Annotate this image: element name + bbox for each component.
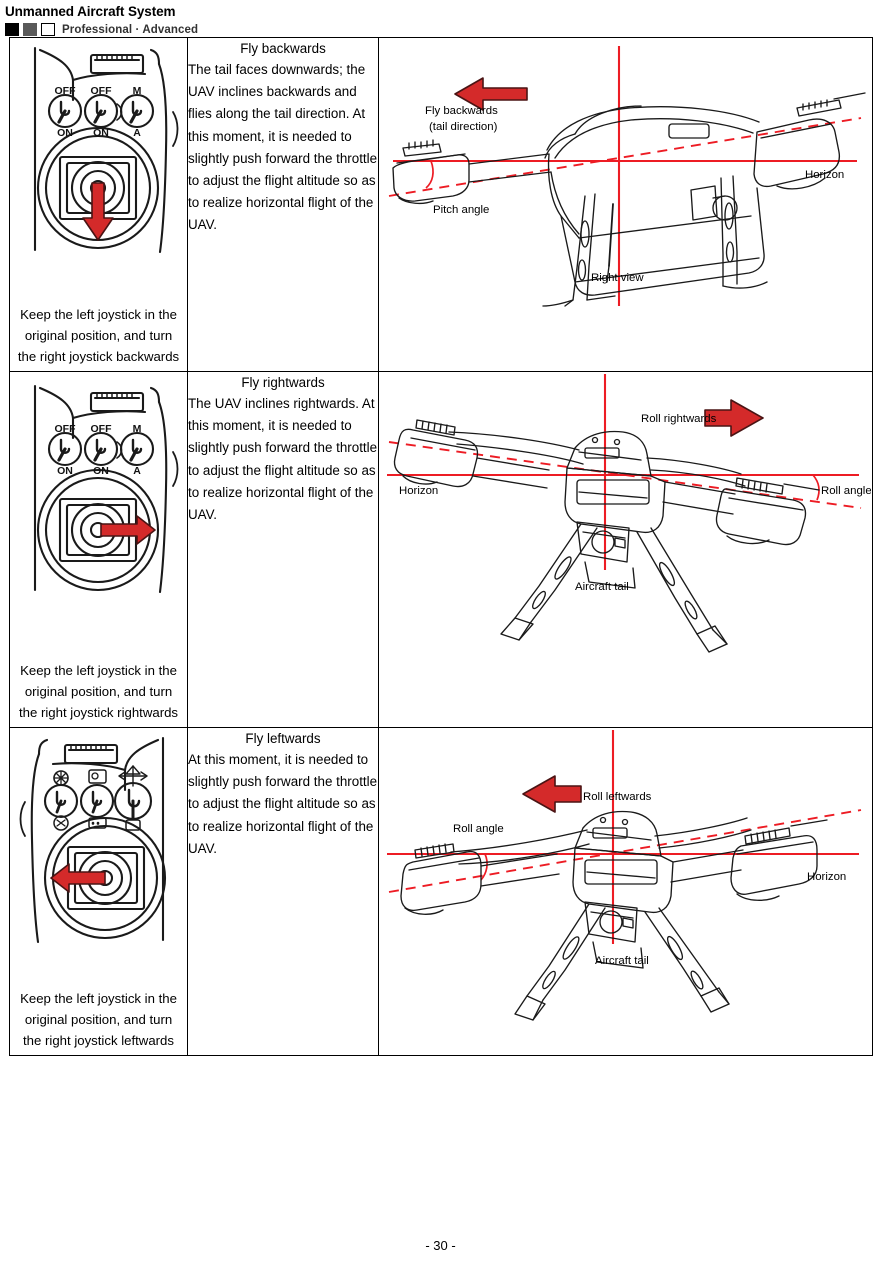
controller-illustration-wrap: OFF ON OFF ON M A xyxy=(10,372,187,612)
switch-1-top-label: OFF xyxy=(54,85,76,97)
roll-angle-arc xyxy=(812,474,820,501)
remote-controller-right-stick-rightwards-icon: OFF ON OFF ON M A xyxy=(33,384,178,594)
subtitle-text: Professional · Advanced xyxy=(62,23,199,36)
controller-caption: Keep the left joystick in the original p… xyxy=(17,307,180,364)
description-heading: Fly backwards xyxy=(240,41,326,56)
outline-square-icon xyxy=(41,23,55,36)
diagram-cell-fly-backwards: Fly backwards (tail direction) Pitch ang… xyxy=(378,37,873,372)
svg-text:ON: ON xyxy=(93,465,109,477)
page-title: Unmanned Aircraft System xyxy=(5,4,176,19)
flight-maneuvers-table: OFF ON OFF ON M A Keep the left joystick… xyxy=(9,37,873,1056)
table-row: OFF ON OFF ON M A Keep the left joystick in… xyxy=(9,371,873,728)
controller-cell-fly-backwards: OFF ON OFF ON M A Keep the left joystick… xyxy=(9,37,188,372)
view-label: Aircraft tail xyxy=(575,581,629,593)
switch-2-bottom-label: ON xyxy=(93,127,109,139)
aircraft-axis-dashed-line xyxy=(388,441,862,509)
controller-illustration-wrap xyxy=(10,728,187,958)
fly-backwards-arrow-icon xyxy=(454,77,528,111)
roll-angle-arc xyxy=(480,853,488,881)
description-body: The UAV inclines rightwards. At this mom… xyxy=(188,396,378,523)
description-body: The tail faces downwards; the UAV inclin… xyxy=(188,62,378,233)
remote-controller-right-stick-backwards-icon: OFF ON OFF ON M A xyxy=(33,46,178,254)
controller-cell-fly-rightwards: OFF ON OFF ON M A Keep the left joystick in… xyxy=(9,371,188,728)
arrow-label-line1: Roll rightwards xyxy=(641,413,717,425)
angle-label: Roll angle xyxy=(453,823,504,835)
diagram-cell-fly-rightwards: Roll rightwards Roll angle Horizon Aircr… xyxy=(378,371,873,728)
filled-gray-square-icon xyxy=(23,23,37,36)
svg-text:M: M xyxy=(132,423,141,435)
remote-controller-right-stick-leftwards-icon xyxy=(19,736,166,944)
stick-direction-arrow-down xyxy=(81,182,114,241)
table-row: Keep the left joystick in the original p… xyxy=(9,727,873,1056)
switch-3-top-label: M xyxy=(132,85,141,97)
page-number: - 30 - xyxy=(425,1238,456,1253)
aircraft-axis-dashed-line xyxy=(388,809,862,893)
svg-text:A: A xyxy=(133,465,141,477)
arrow-label-line2: (tail direction) xyxy=(429,121,498,133)
switch-1-bottom-label: ON xyxy=(57,127,73,139)
roll-leftwards-arrow-icon xyxy=(522,775,582,813)
description-cell-fly-leftwards: Fly leftwards At this moment, it is need… xyxy=(187,727,379,1056)
controller-caption: Keep the left joystick in the original p… xyxy=(20,991,177,1048)
uav-rear-view-roll-right-diagram: Roll rightwards Roll angle Horizon Aircr… xyxy=(387,374,871,653)
uav-right-view-pitch-diagram: Fly backwards (tail direction) Pitch ang… xyxy=(388,46,866,307)
table-row: OFF ON OFF ON M A Keep the left joystick… xyxy=(9,37,873,372)
document-header: Unmanned Aircraft System Professional · … xyxy=(0,0,881,37)
description-heading: Fly leftwards xyxy=(245,731,321,746)
diagram-cell-fly-leftwards: Roll leftwards Roll angle Horizon Aircra… xyxy=(378,727,873,1056)
stick-direction-arrow-left xyxy=(49,863,106,893)
svg-text:OFF: OFF xyxy=(90,423,112,435)
controller-caption: Keep the left joystick in the original p… xyxy=(18,663,179,720)
description-cell-fly-backwards: Fly backwards The tail faces downwards; … xyxy=(187,37,379,372)
subtitle-row: Professional · Advanced xyxy=(5,22,881,37)
horizon-label: Horizon xyxy=(805,169,844,181)
controller-illustration-wrap: OFF ON OFF ON M A xyxy=(10,38,187,268)
angle-label: Pitch angle xyxy=(433,204,489,216)
view-label: Right view xyxy=(591,272,644,284)
roll-rightwards-arrow-icon xyxy=(704,399,764,437)
horizon-label: Horizon xyxy=(399,485,438,497)
aircraft-axis-dashed-line xyxy=(388,117,862,197)
angle-label: Roll angle xyxy=(821,485,871,497)
controller-cell-fly-leftwards: Keep the left joystick in the original p… xyxy=(9,727,188,1056)
arrow-label-line1: Roll leftwards xyxy=(583,791,652,803)
svg-text:ON: ON xyxy=(57,465,73,477)
description-body: At this moment, it is needed to slightly… xyxy=(188,752,378,856)
uav-rear-view-roll-left-diagram: Roll leftwards Roll angle Horizon Aircra… xyxy=(387,730,862,1021)
pitch-angle-arc xyxy=(425,160,434,189)
switch-2-top-label: OFF xyxy=(90,85,112,97)
switch-3-bottom-label: A xyxy=(133,127,141,139)
view-label: Aircraft tail xyxy=(595,955,649,967)
description-cell-fly-rightwards: Fly rightwards The UAV inclines rightwar… xyxy=(187,371,379,728)
stick-direction-arrow-right xyxy=(99,515,156,545)
arrow-label-line1: Fly backwards xyxy=(425,105,498,117)
page-footer: - 30 - xyxy=(0,1238,881,1253)
svg-text:OFF: OFF xyxy=(54,423,76,435)
horizon-label: Horizon xyxy=(807,871,846,883)
filled-black-square-icon xyxy=(5,23,19,36)
description-heading: Fly rightwards xyxy=(241,375,325,390)
